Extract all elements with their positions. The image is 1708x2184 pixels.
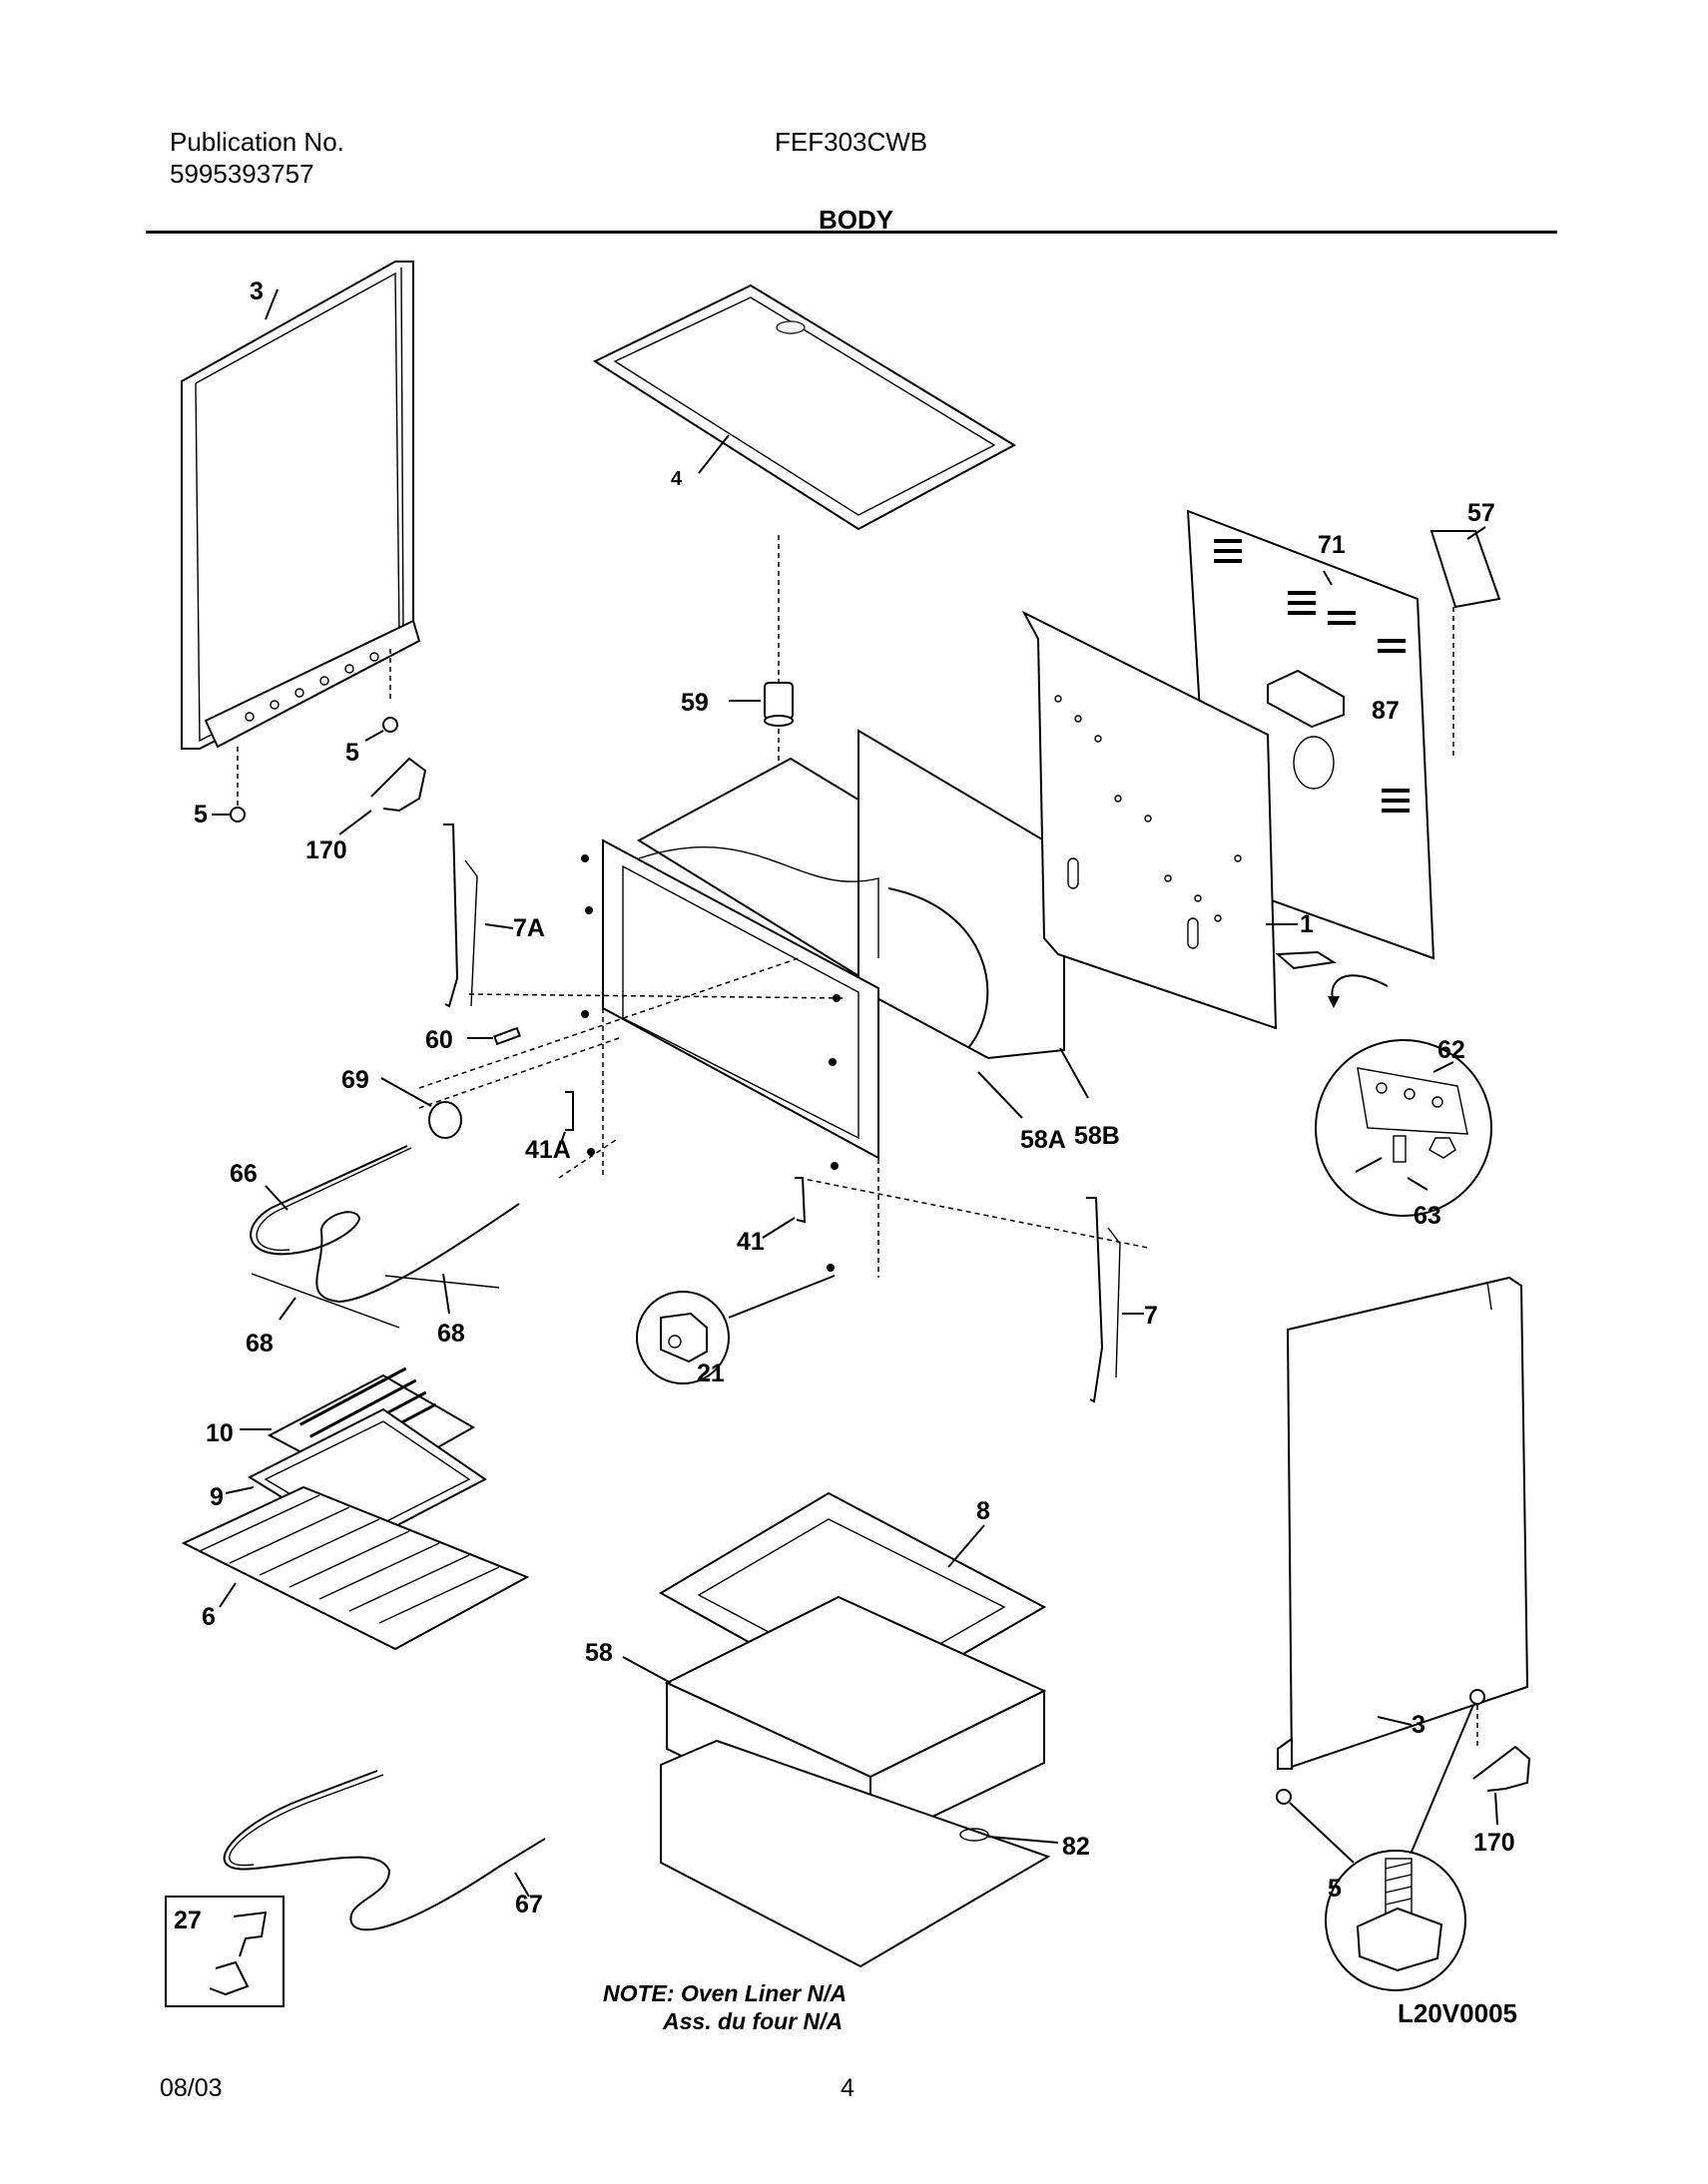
callout-21: 21 — [697, 1360, 725, 1387]
callout-5-a: 5 — [345, 739, 359, 767]
header-rule — [146, 231, 1557, 234]
section-title: BODY — [819, 205, 894, 235]
terminal-block — [1275, 950, 1389, 1008]
footer-date: 08/03 — [160, 2074, 223, 2102]
callout-58: 58 — [585, 1639, 613, 1667]
hinge-support-7 — [1086, 1197, 1144, 1403]
leveling-leg-detail — [1325, 1850, 1466, 1991]
callout-62: 62 — [1437, 1036, 1465, 1064]
bottom-tray-82 — [660, 1739, 1059, 1968]
callout-7A: 7A — [513, 914, 545, 942]
oven-cavity-body — [602, 729, 1065, 1278]
part-57-label-plate — [1429, 526, 1501, 759]
hinge-support-7A — [443, 823, 514, 1008]
callout-10: 10 — [206, 1419, 234, 1447]
terminal-block-detail — [1315, 1039, 1492, 1217]
callout-6: 6 — [202, 1603, 216, 1631]
callout-170-right: 170 — [1473, 1829, 1515, 1857]
callout-69: 69 — [341, 1066, 369, 1094]
oven-rack-6 — [181, 1485, 530, 1651]
part-60-clip — [467, 1026, 521, 1046]
callout-60: 60 — [425, 1026, 453, 1054]
side-panel-left — [181, 261, 421, 750]
publication-number: 5995393757 — [170, 159, 314, 189]
callout-9: 9 — [210, 1483, 224, 1511]
note-line-2: Ass. du four N/A — [663, 2008, 844, 2034]
callout-170-left: 170 — [305, 836, 347, 864]
leveling-screw-right — [1276, 1689, 1485, 1864]
callout-41A: 41A — [525, 1136, 571, 1164]
callout-3-bottom: 3 — [1412, 1711, 1425, 1739]
callout-4: 4 — [671, 468, 683, 490]
page-number: 4 — [841, 2074, 854, 2102]
callout-7: 7 — [1144, 1302, 1158, 1330]
callout-66: 66 — [230, 1160, 258, 1188]
oven-top-panel — [592, 283, 1017, 531]
mount-screws — [581, 854, 841, 1272]
publication-label: Publication No. — [170, 127, 344, 157]
callout-27: 27 — [174, 1907, 202, 1934]
leveler-bracket-left — [338, 757, 427, 835]
bake-element-67 — [223, 1770, 546, 1931]
callout-71: 71 — [1318, 531, 1346, 559]
part-59-bushing — [729, 682, 794, 727]
callout-8: 8 — [976, 1497, 990, 1525]
callout-1: 1 — [1300, 910, 1314, 938]
callout-5-b: 5 — [194, 801, 208, 828]
callout-67: 67 — [515, 1891, 543, 1918]
callout-58B: 58B — [1074, 1122, 1120, 1150]
callout-41: 41 — [737, 1228, 765, 1256]
back-wall-1 — [1021, 610, 1298, 1030]
callout-82: 82 — [1062, 1833, 1090, 1861]
light-lens-69 — [380, 1077, 462, 1139]
leveler-bracket-right — [1472, 1745, 1531, 1826]
callout-57: 57 — [1467, 499, 1495, 527]
callout-68-left: 68 — [246, 1330, 274, 1358]
callout-68-right: 68 — [437, 1320, 465, 1348]
callout-59: 59 — [681, 689, 709, 717]
diagram-code: L20V0005 — [1398, 1998, 1517, 2028]
callout-3-top: 3 — [250, 277, 264, 305]
callout-5-detail: 5 — [1328, 1875, 1342, 1903]
part-41A-bracket — [558, 1091, 574, 1149]
side-panel-right — [1277, 1276, 1529, 1770]
callout-87: 87 — [1372, 697, 1400, 725]
note-line-1: NOTE: Oven Liner N/A — [603, 1980, 848, 2006]
callout-58A: 58A — [1020, 1126, 1066, 1154]
part-21-detail — [636, 1275, 836, 1384]
broil-element-66 — [250, 1145, 520, 1329]
part-41-bracket — [762, 1177, 807, 1239]
callout-63: 63 — [1414, 1202, 1441, 1230]
leveling-screw — [212, 717, 398, 822]
part-27-box — [165, 1896, 285, 2007]
model-number: FEF303CWB — [775, 127, 928, 157]
